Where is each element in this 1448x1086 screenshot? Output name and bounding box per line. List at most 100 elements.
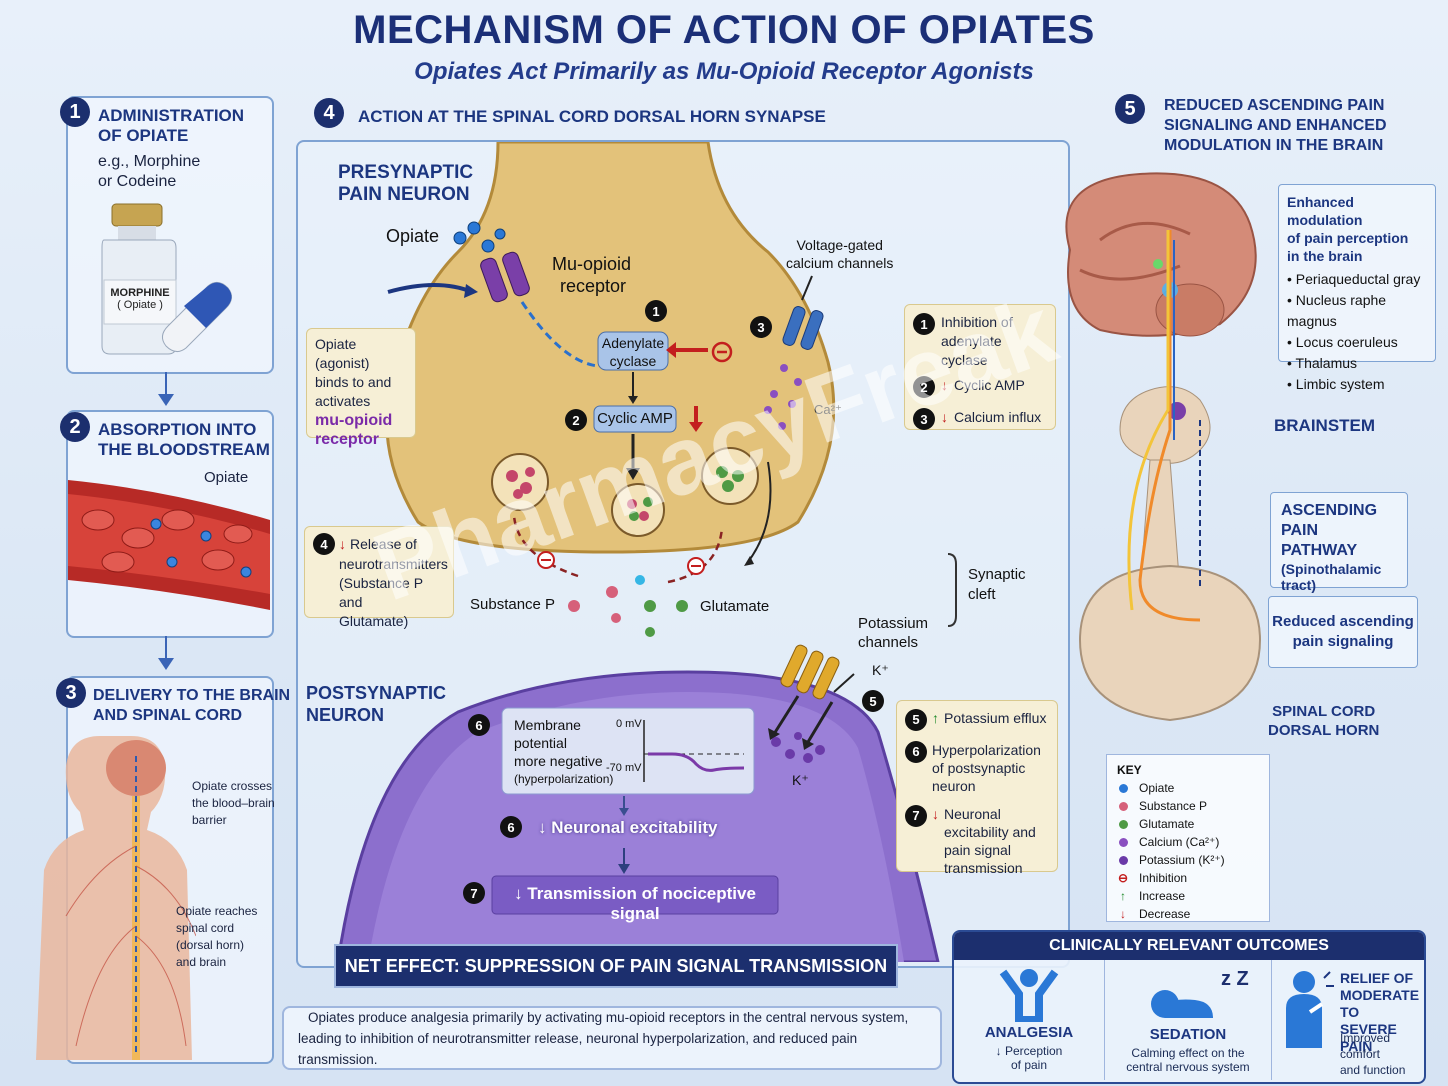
effect-7-decrease-icon: ↓ (932, 806, 939, 822)
relief-line1: RELIEF OF (1340, 970, 1414, 986)
center-step-1-badge: 1 (645, 300, 667, 322)
barrier-line3: barrier (192, 813, 227, 827)
connector-2-3-head (158, 658, 174, 670)
region-item: • Thalamus (1287, 355, 1358, 371)
modulation-title: Enhanced modulation of pain perception i… (1287, 193, 1427, 265)
key-item-label: Glutamate (1139, 817, 1195, 831)
vial-label: MORPHINE ( Opiate ) (104, 287, 176, 311)
camp-label: Cyclic AMP (597, 410, 673, 427)
mv-zero-label: 0 mV (616, 718, 642, 730)
release-line3: (Substance P and (339, 575, 423, 610)
key-title: KEY (1117, 763, 1142, 777)
effect-5-increase-icon: ↑ (932, 710, 939, 726)
dorsal-line2: DORSAL HORN (1268, 722, 1380, 739)
net-effect-banner: NET EFFECT: SUPPRESSION OF PAIN SIGNAL T… (334, 944, 898, 988)
analgesia-line1: ↓ Perception (995, 1044, 1063, 1058)
sedation-heading: SEDATION (1149, 1026, 1227, 1043)
region-item: • Periaqueductal gray (1287, 271, 1421, 287)
membrane-line1: Membrane (514, 717, 581, 733)
step-5-heading-line3: MODULATION IN THE BRAIN (1164, 137, 1384, 154)
legend-symbol-icon: ↑ (1120, 889, 1126, 903)
mu-receptor-line2: receptor (560, 276, 627, 296)
step-2-heading-line1: ABSORPTION INTO (98, 420, 257, 439)
brain-spinal-cord-illustration (1065, 172, 1262, 722)
key-item: ↑ Increase (1117, 887, 1259, 905)
center-step-4-badge: 4 (313, 533, 335, 555)
vial-label-line1: MORPHINE (110, 287, 170, 299)
center-step-2-badge: 2 (565, 409, 587, 431)
effect-5: 5↑Potassium efflux (905, 709, 1049, 731)
legend-dot-shape (1118, 783, 1128, 793)
key-item-label: Increase (1139, 889, 1186, 903)
center-step-7-badge: 7 (463, 882, 485, 904)
mu-receptor-line1: Mu-opioid (552, 254, 632, 274)
legend-dot-icon (1117, 855, 1129, 865)
release-note: 4↓Release of neurotransmitters (Substanc… (304, 526, 454, 629)
step-3-heading-line1: DELIVERY TO THE BRAIN (93, 687, 291, 704)
k-channels-line2: channels (858, 634, 919, 651)
legend-dot-icon (1117, 801, 1129, 811)
effect-2: 2↓Cyclic AMP (913, 376, 1047, 398)
agonist-line4: mu-opioid (315, 412, 393, 429)
step-1-heading-line1: ADMINISTRATION (98, 106, 245, 125)
agonist-line2: binds to and (315, 374, 392, 390)
reduced-line2: pain signaling (1292, 633, 1394, 650)
agonist-line5: receptor (315, 431, 380, 448)
barrier-line1: Opiate crosses (192, 779, 273, 793)
cleft-line2: cleft (968, 586, 996, 603)
effect-3-text: Calcium influx (954, 409, 1042, 425)
membrane-line4: (hyperpolarization) (514, 772, 614, 786)
region-label: Limbic system (1295, 376, 1385, 392)
legend-dot-shape (1118, 819, 1128, 829)
postsynaptic-line2: NEURON (306, 705, 385, 725)
key-item: Potassium (K²⁺) (1117, 851, 1259, 869)
step-2-heading: ABSORPTION INTO THE BLOODSTREAM (98, 420, 270, 460)
presynaptic-line1: PRESYNAPTIC (338, 162, 474, 183)
step-1-badge: 1 (60, 97, 90, 127)
ascending-pathway-box: ASCENDING PAIN PATHWAY (Spinothalamic tr… (1270, 492, 1408, 593)
agonist-line1: Opiate (agonist) (315, 336, 370, 371)
sleeping-person-icon (1151, 990, 1213, 1018)
person-arms-up-icon (999, 969, 1059, 1022)
blood-vessel-illustration (68, 480, 270, 610)
legend-dot-icon (1117, 837, 1129, 847)
k-ion-label-top: K⁺ (872, 662, 889, 678)
membrane-line3: more negative (514, 753, 603, 769)
membrane-line2: potential (514, 735, 567, 751)
region-label: Nucleus raphe magnus (1287, 292, 1387, 329)
vial-label-line2: ( Opiate ) (117, 299, 163, 311)
region-label: Thalamus (1295, 355, 1358, 371)
k-channels-line1: Potassium (858, 615, 929, 632)
person-holding-chest-icon (1286, 971, 1334, 1048)
transmission-label: ↓ Transmission of nociceptive signal (514, 884, 756, 923)
step-1-heading: ADMINISTRATION OF OPIATE (98, 106, 244, 146)
legend-symbol-icon: ↓ (1120, 907, 1126, 921)
release-line1-row: 4↓Release of (313, 533, 445, 555)
effect-2-badge: 2 (913, 376, 935, 398)
summary-box: Opiates produce analgesia primarily by a… (282, 1006, 942, 1070)
outcomes-panel: CLINICALLY RELEVANT OUTCOMES ANALGESIA ↓… (952, 930, 1426, 1084)
ascending-line1: ASCENDING (1281, 502, 1378, 519)
step-1-text-line2: or Codeine (98, 173, 177, 190)
connector-1-2 (165, 372, 167, 396)
relief-text-line2: and function (1340, 1063, 1406, 1077)
page-subtitle: Opiates Act Primarily as Mu-Opioid Recep… (414, 58, 1034, 85)
effect-6-text: Hyperpolarization of postsynaptic neuron (932, 742, 1041, 794)
adenylate-label: Adenylate cyclase (598, 334, 668, 370)
legend-dot-shape (1118, 801, 1128, 811)
cleft-line1: Synaptic (968, 566, 1026, 583)
release-line1: Release of (350, 535, 417, 552)
presynaptic-label: PRESYNAPTIC PAIN NEURON (338, 162, 473, 206)
step-4-badge: 4 (314, 98, 344, 128)
effect-5-text: Potassium efflux (944, 710, 1047, 726)
step-3-label-barrier: Opiate crosses the blood–brain barrier (192, 778, 275, 829)
agonist-note: Opiate (agonist) binds to and activates … (306, 328, 416, 448)
modulation-line3: in the brain (1287, 248, 1363, 264)
legend-dot-icon (1117, 783, 1129, 793)
step-3-heading: DELIVERY TO THE BRAIN AND SPINAL CORD (93, 686, 290, 726)
key-item-label: Opiate (1139, 781, 1175, 795)
mu-receptor-label: Mu-opioid receptor (552, 253, 631, 297)
